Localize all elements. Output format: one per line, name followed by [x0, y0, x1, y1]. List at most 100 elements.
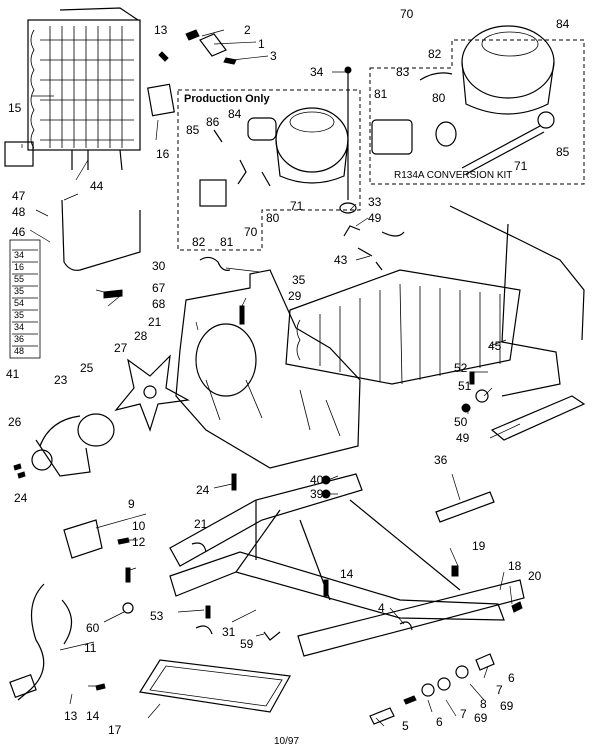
- callout-52: 52: [454, 361, 468, 375]
- callout-36: 36: [434, 453, 448, 467]
- callout-20: 20: [528, 569, 542, 583]
- callout-6b: 6: [436, 715, 443, 729]
- callout-59: 59: [240, 637, 254, 651]
- callout-24: 24: [14, 491, 28, 505]
- callout-30: 30: [152, 259, 166, 273]
- condenser-tubing: [449, 205, 585, 397]
- callout-66: 80: [266, 211, 280, 225]
- callout-29: 29: [288, 289, 302, 303]
- svg-text:48: 48: [14, 346, 24, 356]
- condenser-fan-blade: [114, 354, 190, 432]
- svg-text:54: 54: [14, 298, 24, 308]
- callout-3: 3: [270, 49, 277, 63]
- callout-42: 43: [334, 253, 348, 267]
- callout-33: 33: [368, 195, 382, 209]
- callout-15: 15: [8, 101, 22, 115]
- callout-67: 81: [220, 235, 234, 249]
- callout-7: 7: [496, 683, 503, 697]
- callout-47: 48: [12, 205, 26, 219]
- relay-cover: [247, 117, 277, 141]
- callout-84: 82: [428, 47, 442, 61]
- compressor-kit: [461, 25, 555, 115]
- callout-48: 49: [368, 211, 382, 225]
- callout-60: 67: [152, 281, 166, 295]
- production-only-box: [177, 89, 361, 251]
- callout-19: 19: [472, 539, 486, 553]
- callout-26: 26: [8, 415, 22, 429]
- callout-16: 16: [156, 147, 170, 161]
- svg-text:55: 55: [14, 274, 24, 284]
- svg-text:35: 35: [14, 310, 24, 320]
- callout-81: 71: [514, 159, 528, 173]
- callout-6: 6: [508, 671, 515, 685]
- callout-12: 12: [132, 535, 146, 549]
- callout-71: 86: [206, 115, 220, 129]
- callout-7b: 7: [460, 707, 467, 721]
- svg-text:36: 36: [14, 334, 24, 344]
- compressor-production: [275, 107, 349, 184]
- condenser-coil: [285, 269, 521, 385]
- callout-27: 27: [114, 341, 128, 355]
- leader-lines: [21, 29, 521, 727]
- callout-14b: 14: [340, 567, 354, 581]
- evaporator-cover: [4, 141, 34, 167]
- callout-41: 41: [6, 367, 20, 381]
- callout-68: 82: [192, 235, 206, 249]
- drain-pan: [139, 659, 291, 713]
- callout-85: 83: [396, 65, 410, 79]
- callout-2: 2: [244, 23, 251, 37]
- callout-1: 1: [258, 37, 265, 51]
- kit-grommet: [435, 121, 457, 147]
- kit-drier: [461, 125, 545, 175]
- callout-13: 13: [64, 709, 78, 723]
- insulation-pad: [147, 83, 175, 117]
- callout-4: 4: [378, 601, 385, 615]
- conversion-kit-box: [369, 39, 585, 185]
- callout-62: 60: [86, 621, 100, 635]
- callout-46: 47: [12, 189, 26, 203]
- junction-box: [63, 519, 103, 559]
- callout-10: 10: [132, 519, 146, 533]
- callout-22: 21: [148, 315, 162, 329]
- production-only-label: Production Only: [184, 93, 270, 105]
- callout-14: 13: [154, 23, 168, 37]
- svg-text:34: 34: [14, 250, 24, 260]
- callout-14c: 14: [86, 709, 100, 723]
- callout-63b: 69: [474, 711, 488, 725]
- parts-strip: [9, 239, 41, 359]
- condenser-fan-motor: [31, 413, 115, 477]
- callout-82: 80: [432, 91, 446, 105]
- callout-5: 5: [402, 719, 409, 733]
- callout-63: 69: [500, 699, 514, 713]
- callout-9: 9: [128, 497, 135, 511]
- callout-21: 21: [194, 517, 208, 531]
- callout-31: 31: [222, 625, 236, 639]
- power-cord: [17, 583, 73, 701]
- callout-labels: 2 1 3 13 34 15 16 44 47 48 46 84 86 85 7…: [6, 7, 570, 737]
- date-code: 10/97: [274, 736, 299, 747]
- machine-compartment-bracket: [175, 269, 361, 469]
- callout-69: 84: [228, 107, 242, 121]
- callout-8: 8: [480, 697, 487, 711]
- evaporator-coil: [27, 7, 141, 171]
- condenser-rail: [490, 395, 586, 441]
- svg-text:16: 16: [14, 262, 24, 272]
- callout-34: 34: [310, 65, 324, 79]
- callout-44: 45: [488, 339, 502, 353]
- callout-70: 85: [186, 123, 200, 137]
- small-fasteners: [13, 29, 523, 725]
- drain-tube: [61, 199, 141, 271]
- callout-86: 84: [556, 17, 570, 31]
- callout-18: 18: [508, 559, 522, 573]
- callout-23: 23: [54, 373, 68, 387]
- callout-83: 81: [374, 87, 388, 101]
- callout-17: 17: [108, 723, 122, 737]
- callout-43: 44: [90, 179, 104, 193]
- overload: [199, 179, 227, 207]
- base-frame: [169, 473, 525, 657]
- callout-24b: 24: [196, 483, 210, 497]
- callout-45: 46: [12, 225, 26, 239]
- callout-80: 70: [400, 7, 414, 21]
